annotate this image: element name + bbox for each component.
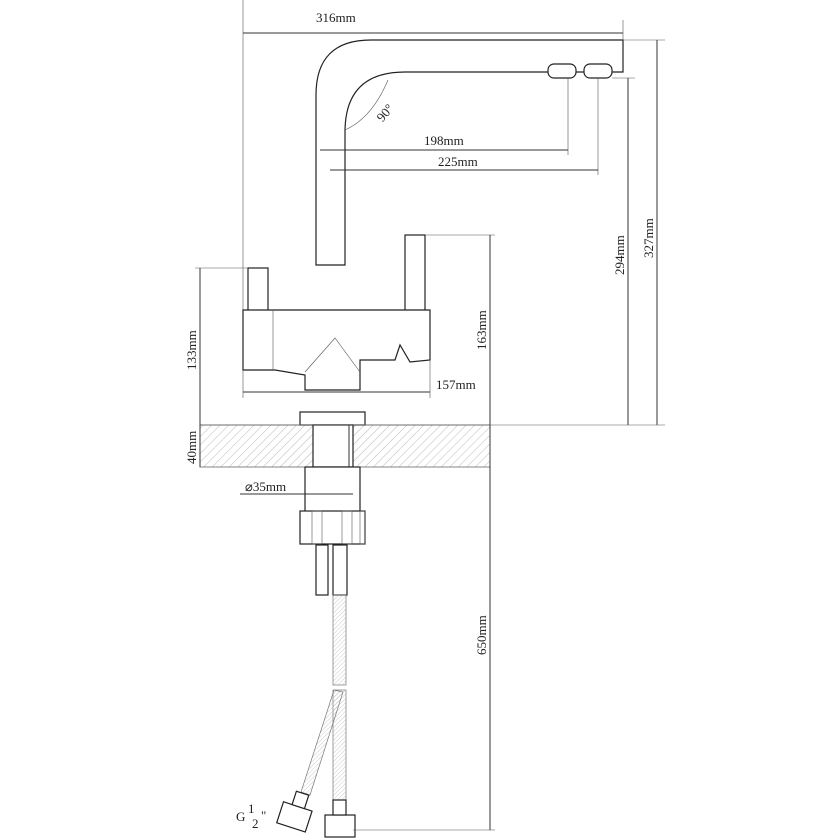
faucet-body [242, 234, 431, 426]
dim-outlet-2-reach: 225mm [438, 154, 478, 169]
mount-flange [299, 411, 366, 426]
dim-countertop-thickness: 40mm [184, 431, 199, 464]
mount-shank [299, 466, 366, 596]
countertop [199, 424, 491, 468]
dim-hose-length: 650mm [474, 615, 489, 655]
dim-mount-hole: ⌀35mm [245, 479, 286, 494]
thread-suffix: " [261, 808, 266, 823]
dimension-lines [195, 0, 665, 831]
angle-arc [344, 79, 389, 131]
thread-numerator: 1 [248, 801, 255, 816]
dim-outlet-height: 294mm [612, 235, 627, 275]
dim-left-handle-height: 133mm [184, 330, 199, 370]
dim-spout-length: 316mm [316, 10, 356, 25]
thread-letter: G [236, 809, 245, 824]
spout [315, 39, 624, 266]
left-handle [247, 267, 269, 313]
thread-size-label: G 1 2 " [236, 801, 266, 831]
right-handle [404, 234, 426, 313]
dim-outlet-1-reach: 198mm [424, 133, 464, 148]
dim-spout-angle: 90° [373, 101, 396, 125]
supply-hoses [275, 594, 356, 838]
thread-denominator: 2 [252, 816, 259, 831]
aerator-1 [547, 63, 577, 79]
dim-body-width: 157mm [436, 377, 476, 392]
dim-right-handle-height: 163mm [474, 310, 489, 350]
hose-nut-right [324, 814, 356, 838]
dim-total-height: 327mm [641, 218, 656, 258]
aerator-2 [583, 63, 613, 79]
hose-nut-left [275, 801, 313, 833]
